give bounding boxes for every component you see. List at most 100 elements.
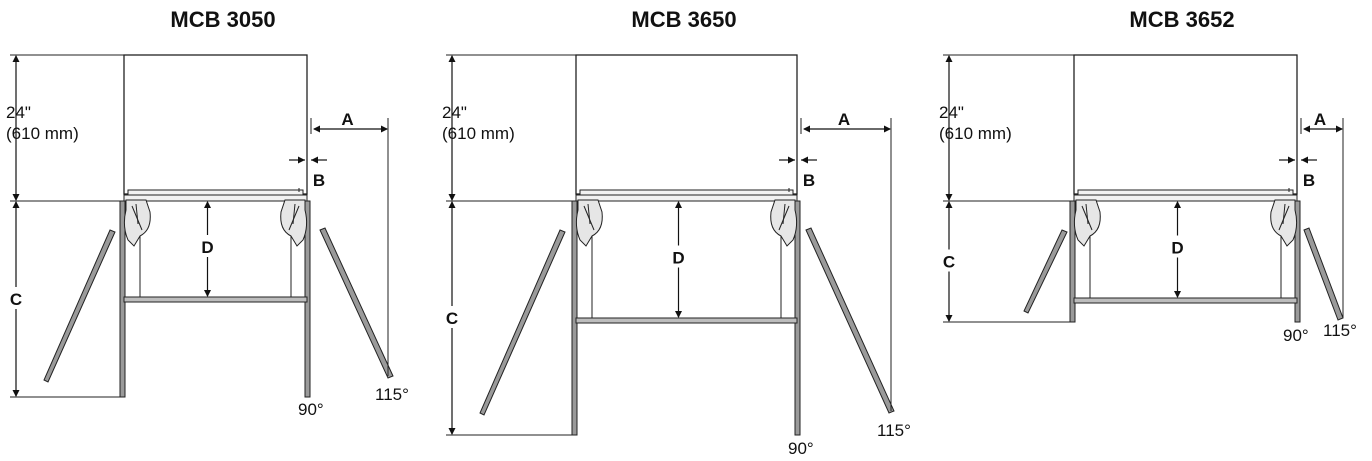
angle-90-label: 90° xyxy=(788,439,814,458)
arrowhead xyxy=(945,201,953,208)
clamp-detail xyxy=(292,203,296,225)
rear-leg-open-left xyxy=(43,229,116,383)
arrowhead xyxy=(945,55,953,62)
arrowhead xyxy=(945,194,953,201)
arrowhead xyxy=(204,201,211,208)
tray-base xyxy=(575,194,798,202)
arrowhead xyxy=(311,156,318,164)
label-d: D xyxy=(1171,239,1183,258)
clamp-body xyxy=(770,199,798,247)
arrowhead xyxy=(1174,201,1181,208)
angle-115-label: 115° xyxy=(877,421,911,440)
label-c: C xyxy=(943,253,955,272)
height-label: 24" xyxy=(442,103,467,122)
clamp-body xyxy=(123,199,151,247)
clamp-detail xyxy=(1085,203,1089,225)
label-d: D xyxy=(201,238,213,257)
dimension-a xyxy=(1303,125,1343,133)
arrowhead xyxy=(313,125,320,133)
height-metric-label: (610 mm) xyxy=(6,124,79,143)
marker-tray xyxy=(579,189,794,196)
arrowhead xyxy=(675,311,682,318)
clamp-body xyxy=(280,199,308,247)
dimension-24in xyxy=(448,55,456,201)
clamp-detail xyxy=(587,203,591,225)
angle-90-label: 90° xyxy=(298,400,324,419)
clamp-detail xyxy=(1282,203,1286,225)
diagram-title: MCB 3650 xyxy=(631,7,736,32)
label-b: B xyxy=(803,171,815,190)
arrowhead xyxy=(1301,156,1308,164)
label-bg xyxy=(444,306,460,328)
arrowhead xyxy=(1288,156,1295,164)
label-bg xyxy=(941,249,957,272)
clamp-body xyxy=(575,199,603,247)
label-b: B xyxy=(1303,171,1315,190)
cross-bar xyxy=(575,317,798,324)
label-c: C xyxy=(446,309,458,328)
easel-diagram-3: MCB 3652 24" (610 mm) C D A B 90° 115° xyxy=(939,7,1357,345)
arrowhead xyxy=(448,428,456,435)
arrowhead xyxy=(448,55,456,62)
diagram-title: MCB 3652 xyxy=(1129,7,1234,32)
arrowhead xyxy=(12,194,20,201)
tray-base xyxy=(123,194,308,202)
rear-leg-open-left xyxy=(479,229,566,416)
arrowhead xyxy=(12,201,20,208)
arrowhead xyxy=(1303,125,1310,133)
arrowhead xyxy=(12,55,20,62)
dimension-24in xyxy=(12,55,20,201)
arrowhead xyxy=(675,201,682,208)
height-label: 24" xyxy=(939,103,964,122)
label-b: B xyxy=(313,171,325,190)
dimension-a xyxy=(313,125,388,133)
easel-diagram-1: MCB 3050 24" (610 mm) C D A B 90° 115° xyxy=(6,7,409,419)
label-a: A xyxy=(838,110,850,129)
cross-bar xyxy=(123,296,308,303)
label-c: C xyxy=(10,290,22,309)
arrowhead xyxy=(298,156,305,164)
angle-115-label: 115° xyxy=(1323,321,1357,340)
dimension-24in xyxy=(945,55,953,201)
arrowhead xyxy=(204,290,211,297)
leg-clamp xyxy=(1073,199,1101,247)
label-d: D xyxy=(672,249,684,268)
front-leg-right xyxy=(1294,200,1301,323)
marker-tray xyxy=(127,189,304,196)
arrowhead xyxy=(884,125,891,133)
arrowhead xyxy=(1174,291,1181,298)
marker-tray xyxy=(1077,189,1294,196)
arrowhead xyxy=(945,315,953,322)
whiteboard-panel xyxy=(1073,54,1298,195)
height-label: 24" xyxy=(6,103,31,122)
label-a: A xyxy=(1314,110,1326,129)
arrowhead xyxy=(801,156,808,164)
leg-clamp xyxy=(1270,199,1298,247)
arrowhead xyxy=(381,125,388,133)
arrowhead xyxy=(12,390,20,397)
label-bg xyxy=(1169,235,1186,258)
rear-leg-open-right xyxy=(1303,227,1344,321)
leg-clamp xyxy=(280,199,308,247)
leg-clamp xyxy=(575,199,603,247)
arrowhead xyxy=(1336,125,1343,133)
leg-clamp xyxy=(123,199,151,247)
arrowhead xyxy=(788,156,795,164)
clamp-body xyxy=(1073,199,1101,247)
diagram-title: MCB 3050 xyxy=(170,7,275,32)
label-bg xyxy=(8,287,24,309)
leg-clamp xyxy=(770,199,798,247)
height-metric-label: (610 mm) xyxy=(939,124,1012,143)
angle-90-label: 90° xyxy=(1283,326,1309,345)
clamp-detail xyxy=(782,203,786,225)
clamp-detail xyxy=(135,203,139,225)
arrowhead xyxy=(448,201,456,208)
arrowhead xyxy=(448,194,456,201)
label-bg xyxy=(199,235,216,257)
label-a: A xyxy=(341,110,353,129)
clamp-body xyxy=(1270,199,1298,247)
angle-115-label: 115° xyxy=(375,385,409,404)
cross-bar xyxy=(1073,297,1298,304)
